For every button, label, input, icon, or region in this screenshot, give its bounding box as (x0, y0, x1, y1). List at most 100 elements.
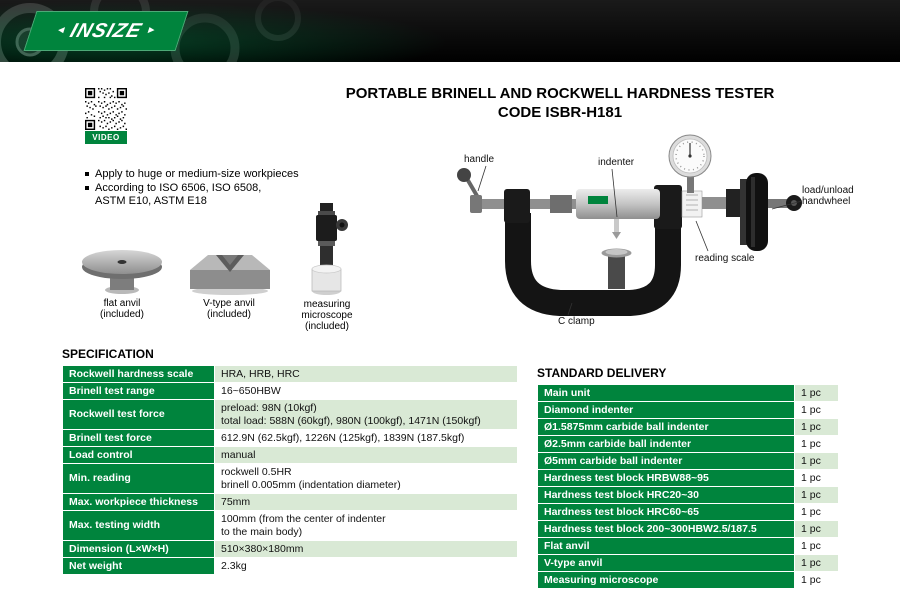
video-badge: VIDEO (85, 131, 127, 144)
spec-row: Dimension (L×W×H) 510×380×180mm (62, 540, 518, 558)
delivery-row: Ø1.5875mm carbide ball indenter 1 pc (537, 418, 839, 436)
spec-label-cell: Min. reading (62, 463, 215, 494)
bullet-icon (85, 186, 89, 190)
feature-text: According to ISO 6506, ISO 6508, ASTM E1… (95, 182, 262, 207)
accessory-v-anvil: V-type anvil (included) (180, 242, 278, 320)
spec-label-cell: Net weight (62, 557, 215, 575)
delivery-row: Hardness test block HRC60~65 1 pc (537, 503, 839, 521)
delivery-row: Flat anvil 1 pc (537, 537, 839, 555)
product-title: PORTABLE BRINELL AND ROCKWELL HARDNESS T… (345, 85, 775, 102)
delivery-qty-cell: 1 pc (794, 571, 839, 589)
spec-row: Load control manual (62, 446, 518, 464)
feature-list: Apply to huge or medium-size workpieces … (85, 168, 325, 209)
flat-anvil-image (82, 250, 162, 294)
delivery-row: Hardness test block HRC20~30 1 pc (537, 486, 839, 504)
spec-value-cell: manual (214, 446, 518, 464)
delivery-row: V-type anvil 1 pc (537, 554, 839, 572)
delivery-row: Hardness test block HRBW88~95 1 pc (537, 469, 839, 487)
spec-row: Brinell test force 612.9N (62.5kgf), 122… (62, 429, 518, 447)
delivery-qty-cell: 1 pc (794, 537, 839, 555)
delivery-qty-cell: 1 pc (794, 452, 839, 470)
accessory-note: (included) (100, 309, 144, 320)
delivery-item-cell: V-type anvil (537, 554, 795, 572)
spec-value-cell: 2.3kg (214, 557, 518, 575)
page-title: PORTABLE BRINELL AND ROCKWELL HARDNESS T… (290, 84, 830, 122)
delivery-item-cell: Hardness test block 200~300HBW2.5/187.5 (537, 520, 795, 538)
delivery-row: Ø5mm carbide ball indenter 1 pc (537, 452, 839, 470)
delivery-item-cell: Flat anvil (537, 537, 795, 555)
standard-delivery-table: Main unit 1 pc Diamond indenter 1 pc Ø1.… (537, 384, 839, 589)
insize-logo: ◄ INSIZE ► (23, 11, 189, 51)
feature-text: Apply to huge or medium-size workpieces (95, 168, 299, 180)
logo-arrow-right-icon: ► (144, 25, 159, 36)
delivery-qty-cell: 1 pc (794, 418, 839, 436)
spec-value-cell: 510×380×180mm (214, 540, 518, 558)
feature-item: According to ISO 6506, ISO 6508, ASTM E1… (85, 182, 325, 208)
qr-code (85, 88, 127, 130)
delivery-qty-cell: 1 pc (794, 469, 839, 487)
delivery-item-cell: Ø1.5875mm carbide ball indenter (537, 418, 795, 436)
spec-value-cell: 612.9N (62.5kgf), 1226N (125kgf), 1839N … (214, 429, 518, 447)
accessory-flat-anvil: flat anvil (included) (72, 238, 172, 320)
spec-label-cell: Dimension (L×W×H) (62, 540, 215, 558)
accessory-name: V-type anvil (203, 298, 255, 309)
specification-section: SPECIFICATION Rockwell hardness scale HR… (62, 347, 518, 575)
spec-label-cell: Max. workpiece thickness (62, 493, 215, 511)
spec-row: Min. reading rockwell 0.5HR brinell 0.00… (62, 463, 518, 494)
hardness-tester-image (457, 134, 803, 316)
logo-arrow-left-icon: ◄ (54, 25, 68, 36)
spec-label-cell: Brinell test force (62, 429, 215, 447)
label-handle: handle (464, 154, 495, 165)
delivery-qty-cell: 1 pc (794, 503, 839, 521)
delivery-row: Diamond indenter 1 pc (537, 401, 839, 419)
delivery-item-cell: Diamond indenter (537, 401, 795, 419)
delivery-item-cell: Measuring microscope (537, 571, 795, 589)
standard-delivery-section: STANDARD DELIVERY Main unit 1 pc Diamond… (537, 366, 839, 589)
spec-value-cell: HRA, HRB, HRC (214, 365, 518, 383)
spec-row: Max. testing width 100mm (from the cente… (62, 510, 518, 541)
label-handwheel: load/unload handwheel (802, 185, 854, 207)
spec-value-cell: rockwell 0.5HR brinell 0.005mm (indentat… (214, 463, 518, 494)
spec-label-cell: Load control (62, 446, 215, 464)
measuring-microscope-image (311, 203, 348, 295)
label-c-clamp: C clamp (558, 316, 595, 327)
delivery-row: Hardness test block 200~300HBW2.5/187.5 … (537, 520, 839, 538)
standard-delivery-heading: STANDARD DELIVERY (537, 366, 667, 380)
delivery-qty-cell: 1 pc (794, 486, 839, 504)
label-indenter: indenter (598, 157, 635, 168)
product-figure: handle indenter load/unload handwheel re… (450, 133, 885, 340)
delivery-qty-cell: 1 pc (794, 554, 839, 572)
specification-table: Rockwell hardness scale HRA, HRB, HRC Br… (62, 365, 518, 575)
delivery-item-cell: Hardness test block HRC60~65 (537, 503, 795, 521)
spec-label-cell: Rockwell test force (62, 399, 215, 430)
spec-value-cell: 75mm (214, 493, 518, 511)
product-code: CODE ISBR-H181 (497, 104, 623, 121)
specification-heading: SPECIFICATION (62, 347, 154, 361)
accessory-microscope: measuring microscope (included) (288, 203, 366, 332)
delivery-item-cell: Ø2.5mm carbide ball indenter (537, 435, 795, 453)
delivery-item-cell: Main unit (537, 384, 795, 402)
spec-value-cell: 16~650HBW (214, 382, 518, 400)
delivery-item-cell: Ø5mm carbide ball indenter (537, 452, 795, 470)
bullet-icon (85, 172, 89, 176)
accessory-note: (included) (207, 309, 251, 320)
spec-row: Brinell test range 16~650HBW (62, 382, 518, 400)
delivery-qty-cell: 1 pc (794, 384, 839, 402)
v-type-anvil-image (190, 255, 270, 295)
delivery-item-cell: Hardness test block HRBW88~95 (537, 469, 795, 487)
delivery-qty-cell: 1 pc (794, 401, 839, 419)
delivery-row: Measuring microscope 1 pc (537, 571, 839, 589)
accessory-note: (included) (305, 321, 349, 332)
spec-value-cell: 100mm (from the center of indenter to th… (214, 510, 518, 541)
spec-row: Rockwell test force preload: 98N (10kgf)… (62, 399, 518, 430)
spec-label-cell: Brinell test range (62, 382, 215, 400)
spec-row: Rockwell hardness scale HRA, HRB, HRC (62, 365, 518, 383)
spec-label-cell: Max. testing width (62, 510, 215, 541)
delivery-qty-cell: 1 pc (794, 520, 839, 538)
spec-value-cell: preload: 98N (10kgf) total load: 588N (6… (214, 399, 518, 430)
page-header: ◄ INSIZE ► (0, 0, 900, 62)
delivery-qty-cell: 1 pc (794, 435, 839, 453)
spec-label-cell: Rockwell hardness scale (62, 365, 215, 383)
logo-text: INSIZE (67, 19, 145, 42)
